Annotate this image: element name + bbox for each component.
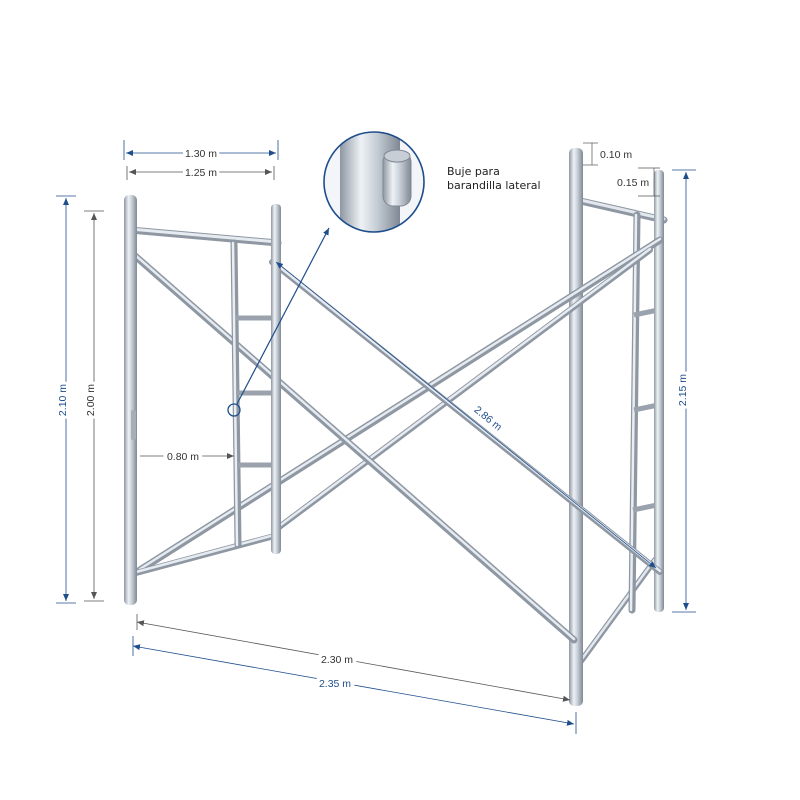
callout-detail: Buje para barandilla lateral (227, 131, 541, 417)
callout-marker-ring (227, 403, 241, 417)
dim-width-inner: 1.25 m (185, 167, 217, 179)
right-frame (569, 148, 668, 706)
dim-width-outer: 1.30 m (185, 148, 217, 160)
callout-label-line2: barandilla lateral (447, 179, 541, 192)
dim-length-outer: 2.35 m (319, 678, 351, 690)
left-frame (124, 195, 282, 605)
dim-height-right: 2.15 m (677, 374, 689, 406)
dim-top-offset: 0.15 m (617, 177, 649, 189)
callout-label-line1: Buje para (447, 165, 500, 178)
dim-top-offset-small: 0.10 m (600, 149, 632, 161)
dim-height-left-outer: 2.10 m (57, 384, 69, 416)
dim-length-inner: 2.30 m (321, 654, 353, 666)
dim-rung-spacing: 0.80 m (167, 451, 199, 463)
dim-height-left-inner: 2.00 m (85, 384, 97, 416)
